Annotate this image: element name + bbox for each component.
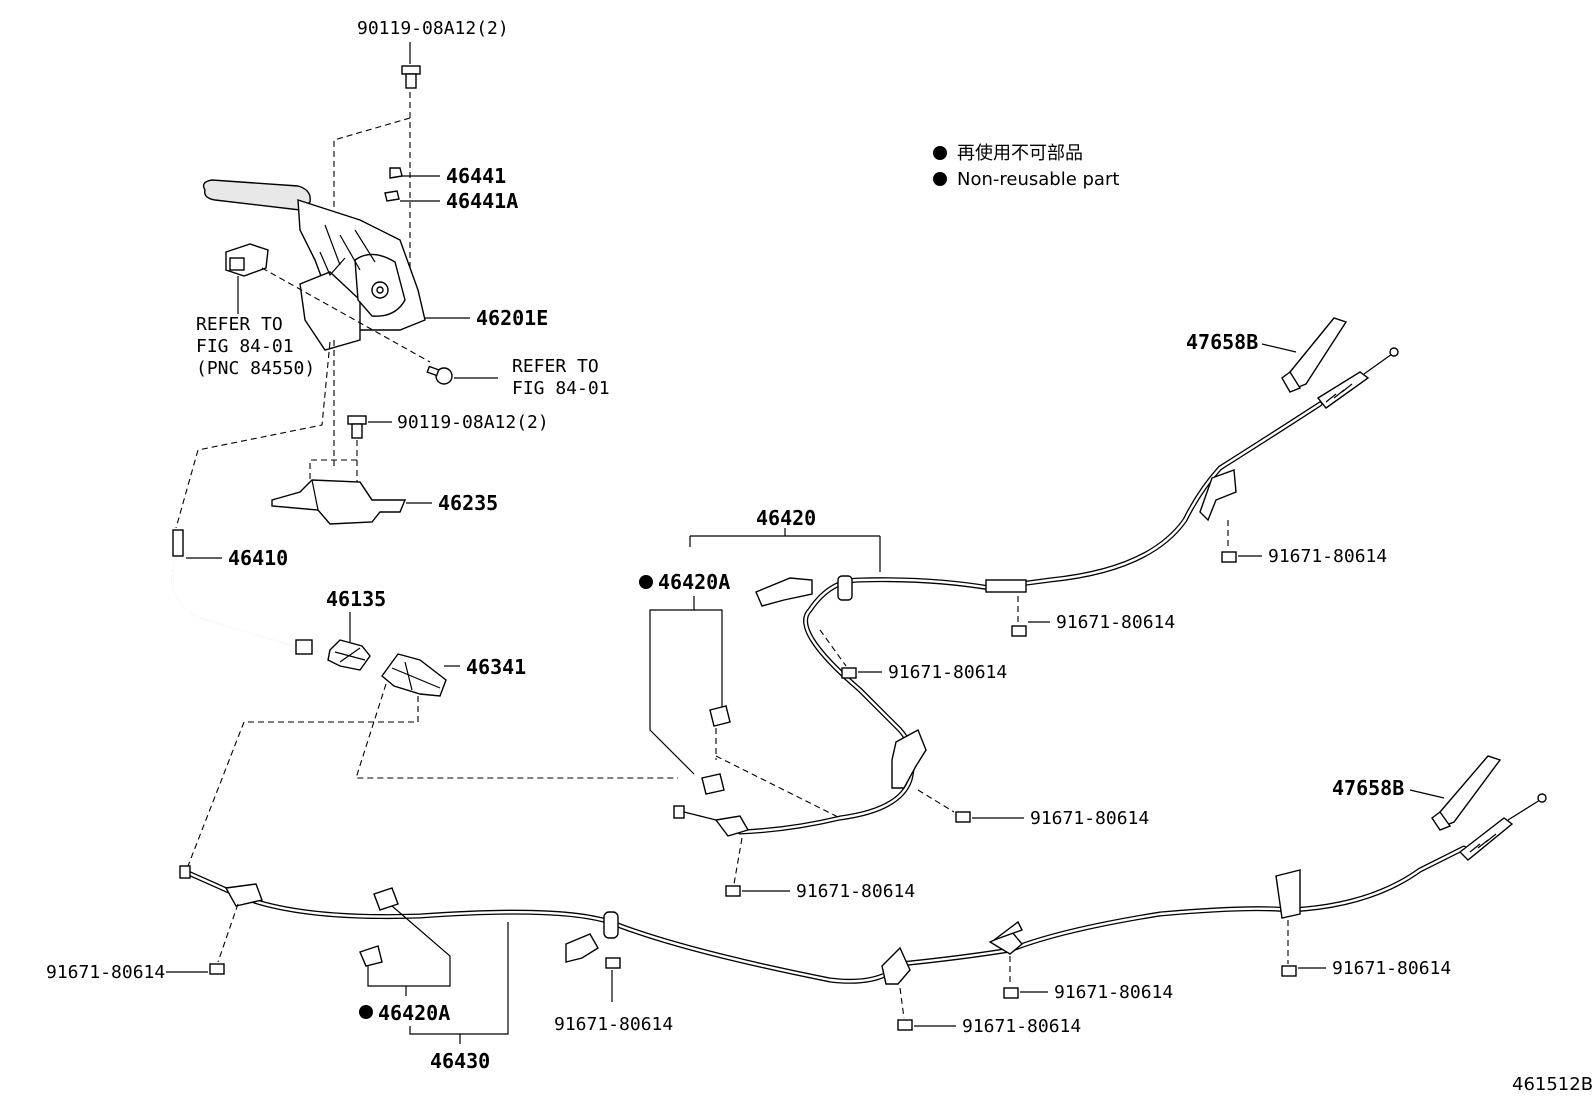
legend: 再使用不可部品 Non-reusable part (933, 143, 1119, 190)
label-46430: 46430 (430, 1049, 490, 1073)
clip-icon (373, 887, 399, 911)
label-b9: 91671-80614 (1054, 982, 1173, 1003)
label-47658B-top: 47658B (1186, 330, 1258, 354)
bracket-46235-icon (271, 479, 407, 525)
legend-english: Non-reusable part (957, 169, 1119, 190)
bracket-icon (1199, 469, 1237, 522)
label-46201E: 46201E (476, 306, 548, 330)
bracket-icon (565, 933, 599, 963)
grommet-icon (837, 575, 853, 601)
label-90119-top: 90119-08A12(2) (357, 18, 509, 39)
clip-icon (709, 705, 731, 727)
legend-japanese: 再使用不可部品 (957, 143, 1083, 164)
clamp-icon (985, 579, 1027, 593)
label-b10: 91671-80614 (1332, 958, 1451, 979)
non-reusable-dot-icon (933, 172, 947, 186)
label-b6: 91671-80614 (46, 962, 165, 983)
refer-right-line1: REFER TO (512, 356, 599, 377)
bolt-mid-icon (347, 415, 367, 439)
figure-id: 461512B (1512, 1074, 1592, 1095)
bolt-icon (1011, 625, 1027, 637)
brake-switch-icon (225, 243, 269, 277)
refer-left-line3: (PNC 84550) (196, 358, 315, 379)
bolt-icon (955, 811, 971, 823)
refer-left-line1: REFER TO (196, 314, 283, 335)
label-b5: 91671-80614 (796, 881, 915, 902)
label-46341: 46341 (466, 655, 526, 679)
label-46420A-top: 46420A (658, 570, 730, 594)
label-b2: 91671-80614 (1056, 612, 1175, 633)
clamp-icon (224, 883, 263, 907)
bolt-icon (209, 963, 225, 975)
bolt-top-icon (401, 65, 421, 89)
label-b8: 91671-80614 (962, 1016, 1081, 1037)
bolt-icon (725, 885, 741, 897)
label-46410: 46410 (228, 546, 288, 570)
bolt-icon (897, 1019, 913, 1031)
label-90119-mid: 90119-08A12(2) (397, 412, 549, 433)
equalizer-46135-icon (327, 639, 371, 671)
bracket-icon (1275, 869, 1301, 919)
bracket-icon (881, 946, 911, 985)
bracket-icon (891, 729, 927, 789)
refer-left-line2: FIG 84-01 (196, 336, 294, 357)
bolt-icon (1221, 551, 1237, 563)
label-b4: 91671-80614 (1030, 808, 1149, 829)
label-b1: 91671-80614 (1268, 546, 1387, 567)
grommet-icon (603, 911, 619, 939)
clip-icon (359, 945, 383, 967)
clip-46441-icon (384, 167, 403, 202)
non-reusable-dot-icon (933, 146, 947, 160)
clamp-icon (755, 577, 813, 607)
label-b7: 91671-80614 (554, 1014, 673, 1035)
clip-icon (701, 773, 725, 795)
parking-brake-lever-icon (202, 179, 426, 351)
label-46420: 46420 (756, 506, 816, 530)
non-reusable-dot-icon (359, 1005, 373, 1019)
label-46441: 46441 (446, 164, 506, 188)
refer-bolt-icon (426, 365, 453, 385)
label-46235: 46235 (438, 491, 498, 515)
label-46420A-bottom: 46420A (378, 1001, 450, 1025)
yoke-46341-icon (381, 653, 447, 697)
bolt-icon (841, 667, 857, 679)
bolt-icon (1281, 965, 1297, 977)
refer-right-line2: FIG 84-01 (512, 378, 610, 399)
bolt-icon (605, 957, 621, 969)
label-46441A: 46441A (446, 189, 518, 213)
spring-47658B-bottom-icon (1431, 755, 1502, 831)
label-47658B-bottom: 47658B (1332, 776, 1404, 800)
label-b3: 91671-80614 (888, 662, 1007, 683)
spring-47658B-top-icon (1281, 317, 1348, 393)
bolt-icon (1003, 987, 1019, 999)
non-reusable-dot-icon (639, 575, 653, 589)
label-46135: 46135 (326, 587, 386, 611)
